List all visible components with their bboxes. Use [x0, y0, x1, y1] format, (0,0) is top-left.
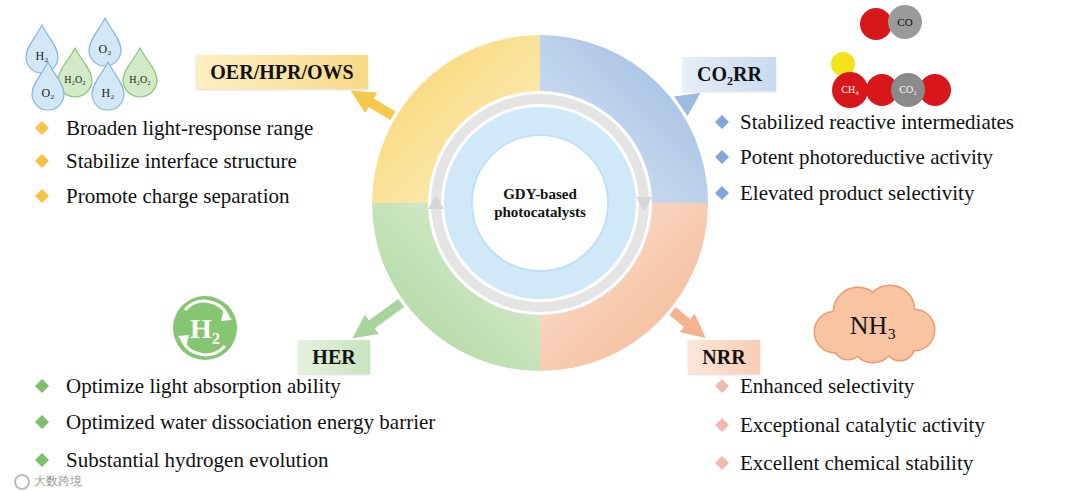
drop-label: H₂O₂: [64, 74, 85, 86]
hydrogen-icon: [173, 296, 237, 360]
carbon-ball: [888, 5, 922, 39]
bullet-text: Excellent chemical stability: [740, 451, 973, 475]
hub-ring: [372, 35, 708, 371]
hub-title: GDY-based photocatalysts: [480, 185, 600, 221]
bullet-text: Broaden light-response range: [66, 116, 313, 140]
category-box: HER: [298, 340, 370, 374]
carbon-ball: [832, 72, 868, 108]
bullet-diamond: [35, 189, 49, 203]
bullet-text: Elevated product selectivity: [740, 181, 974, 205]
green-drop: [123, 48, 157, 97]
flow-arrow: [673, 311, 697, 330]
molecule-label: CH₄: [841, 84, 858, 96]
bullet-text: Optimize light absorption ability: [66, 374, 341, 398]
bullet-diamond: [715, 150, 729, 164]
watermark-logo: [15, 475, 29, 489]
watermark: 大数跨境: [34, 475, 82, 489]
bullet-diamond: [35, 379, 49, 393]
bullet-text: Promote charge separation: [66, 184, 290, 208]
molecule-label: CO: [897, 16, 912, 29]
drop-label: H₂: [102, 87, 115, 101]
core-disc: [472, 135, 608, 271]
category-box: CO₂RR: [683, 57, 776, 91]
bullet-diamond: [715, 418, 729, 432]
cloud-icon: [815, 286, 934, 362]
arrow-tip: [178, 335, 189, 347]
category-box: OER/HPR/OWS: [196, 55, 368, 89]
bullet-diamond: [35, 121, 49, 135]
bullet-text: Exceptional catalytic activity: [740, 413, 985, 437]
bullet-text: Stabilize interface structure: [66, 149, 297, 173]
bullet-diamond: [35, 154, 49, 168]
bullet-text: Potent photoreductive activity: [740, 145, 993, 169]
drop-label: H₂O₂: [129, 74, 150, 86]
icon-label: H₂: [190, 313, 220, 345]
category-name: OER/HPR/OWS: [210, 61, 353, 84]
inner-disc: [444, 107, 636, 299]
drop-label: O₂: [42, 87, 55, 101]
arrow-tip: [221, 309, 232, 321]
flow-arrow: [681, 99, 691, 106]
cycle-tip: [636, 197, 652, 211]
drop-label: H₂: [36, 50, 49, 64]
bullet-diamond: [35, 453, 49, 467]
carbon-ball: [891, 73, 925, 107]
cloud-fill: [815, 286, 934, 362]
icon-disc: [173, 296, 237, 360]
drop-label: O₂: [99, 43, 112, 57]
oxygen-ball: [860, 8, 892, 40]
cloud-outline: [815, 286, 934, 362]
blue-drop: [92, 62, 124, 110]
bullet-diamond: [715, 115, 729, 129]
hub-circle: GDY-based photocatalysts: [372, 35, 708, 371]
drop-icons: [26, 18, 157, 110]
bullet-diamond: [715, 186, 729, 200]
bullet-diamond: [35, 415, 49, 429]
blue-drop: [26, 25, 58, 73]
blue-drop: [32, 62, 64, 110]
bullet-text: Substantial hydrogen evolution: [66, 448, 328, 472]
bullet-diamond: [715, 456, 729, 470]
cycle-ring: [436, 99, 644, 307]
bullet-text: Enhanced selectivity: [740, 374, 914, 398]
molecule-label: CO₂: [899, 84, 916, 96]
cycle-tip: [428, 195, 444, 209]
blue-drop: [89, 18, 121, 66]
molecule-icons: [831, 5, 951, 108]
bullet-text: Optimized water dissociation energy barr…: [66, 410, 435, 434]
category-name: CO₂RR: [697, 63, 762, 86]
bullet-diamond: [715, 379, 729, 393]
flow-arrow: [361, 97, 393, 116]
category-name: HER: [312, 346, 355, 369]
category-box: NRR: [688, 340, 760, 374]
cloud-label: NH₃: [850, 311, 897, 341]
flow-arrow: [362, 303, 401, 331]
category-name: NRR: [702, 346, 745, 369]
bullet-text: Stabilized reactive intermediates: [740, 110, 1014, 134]
